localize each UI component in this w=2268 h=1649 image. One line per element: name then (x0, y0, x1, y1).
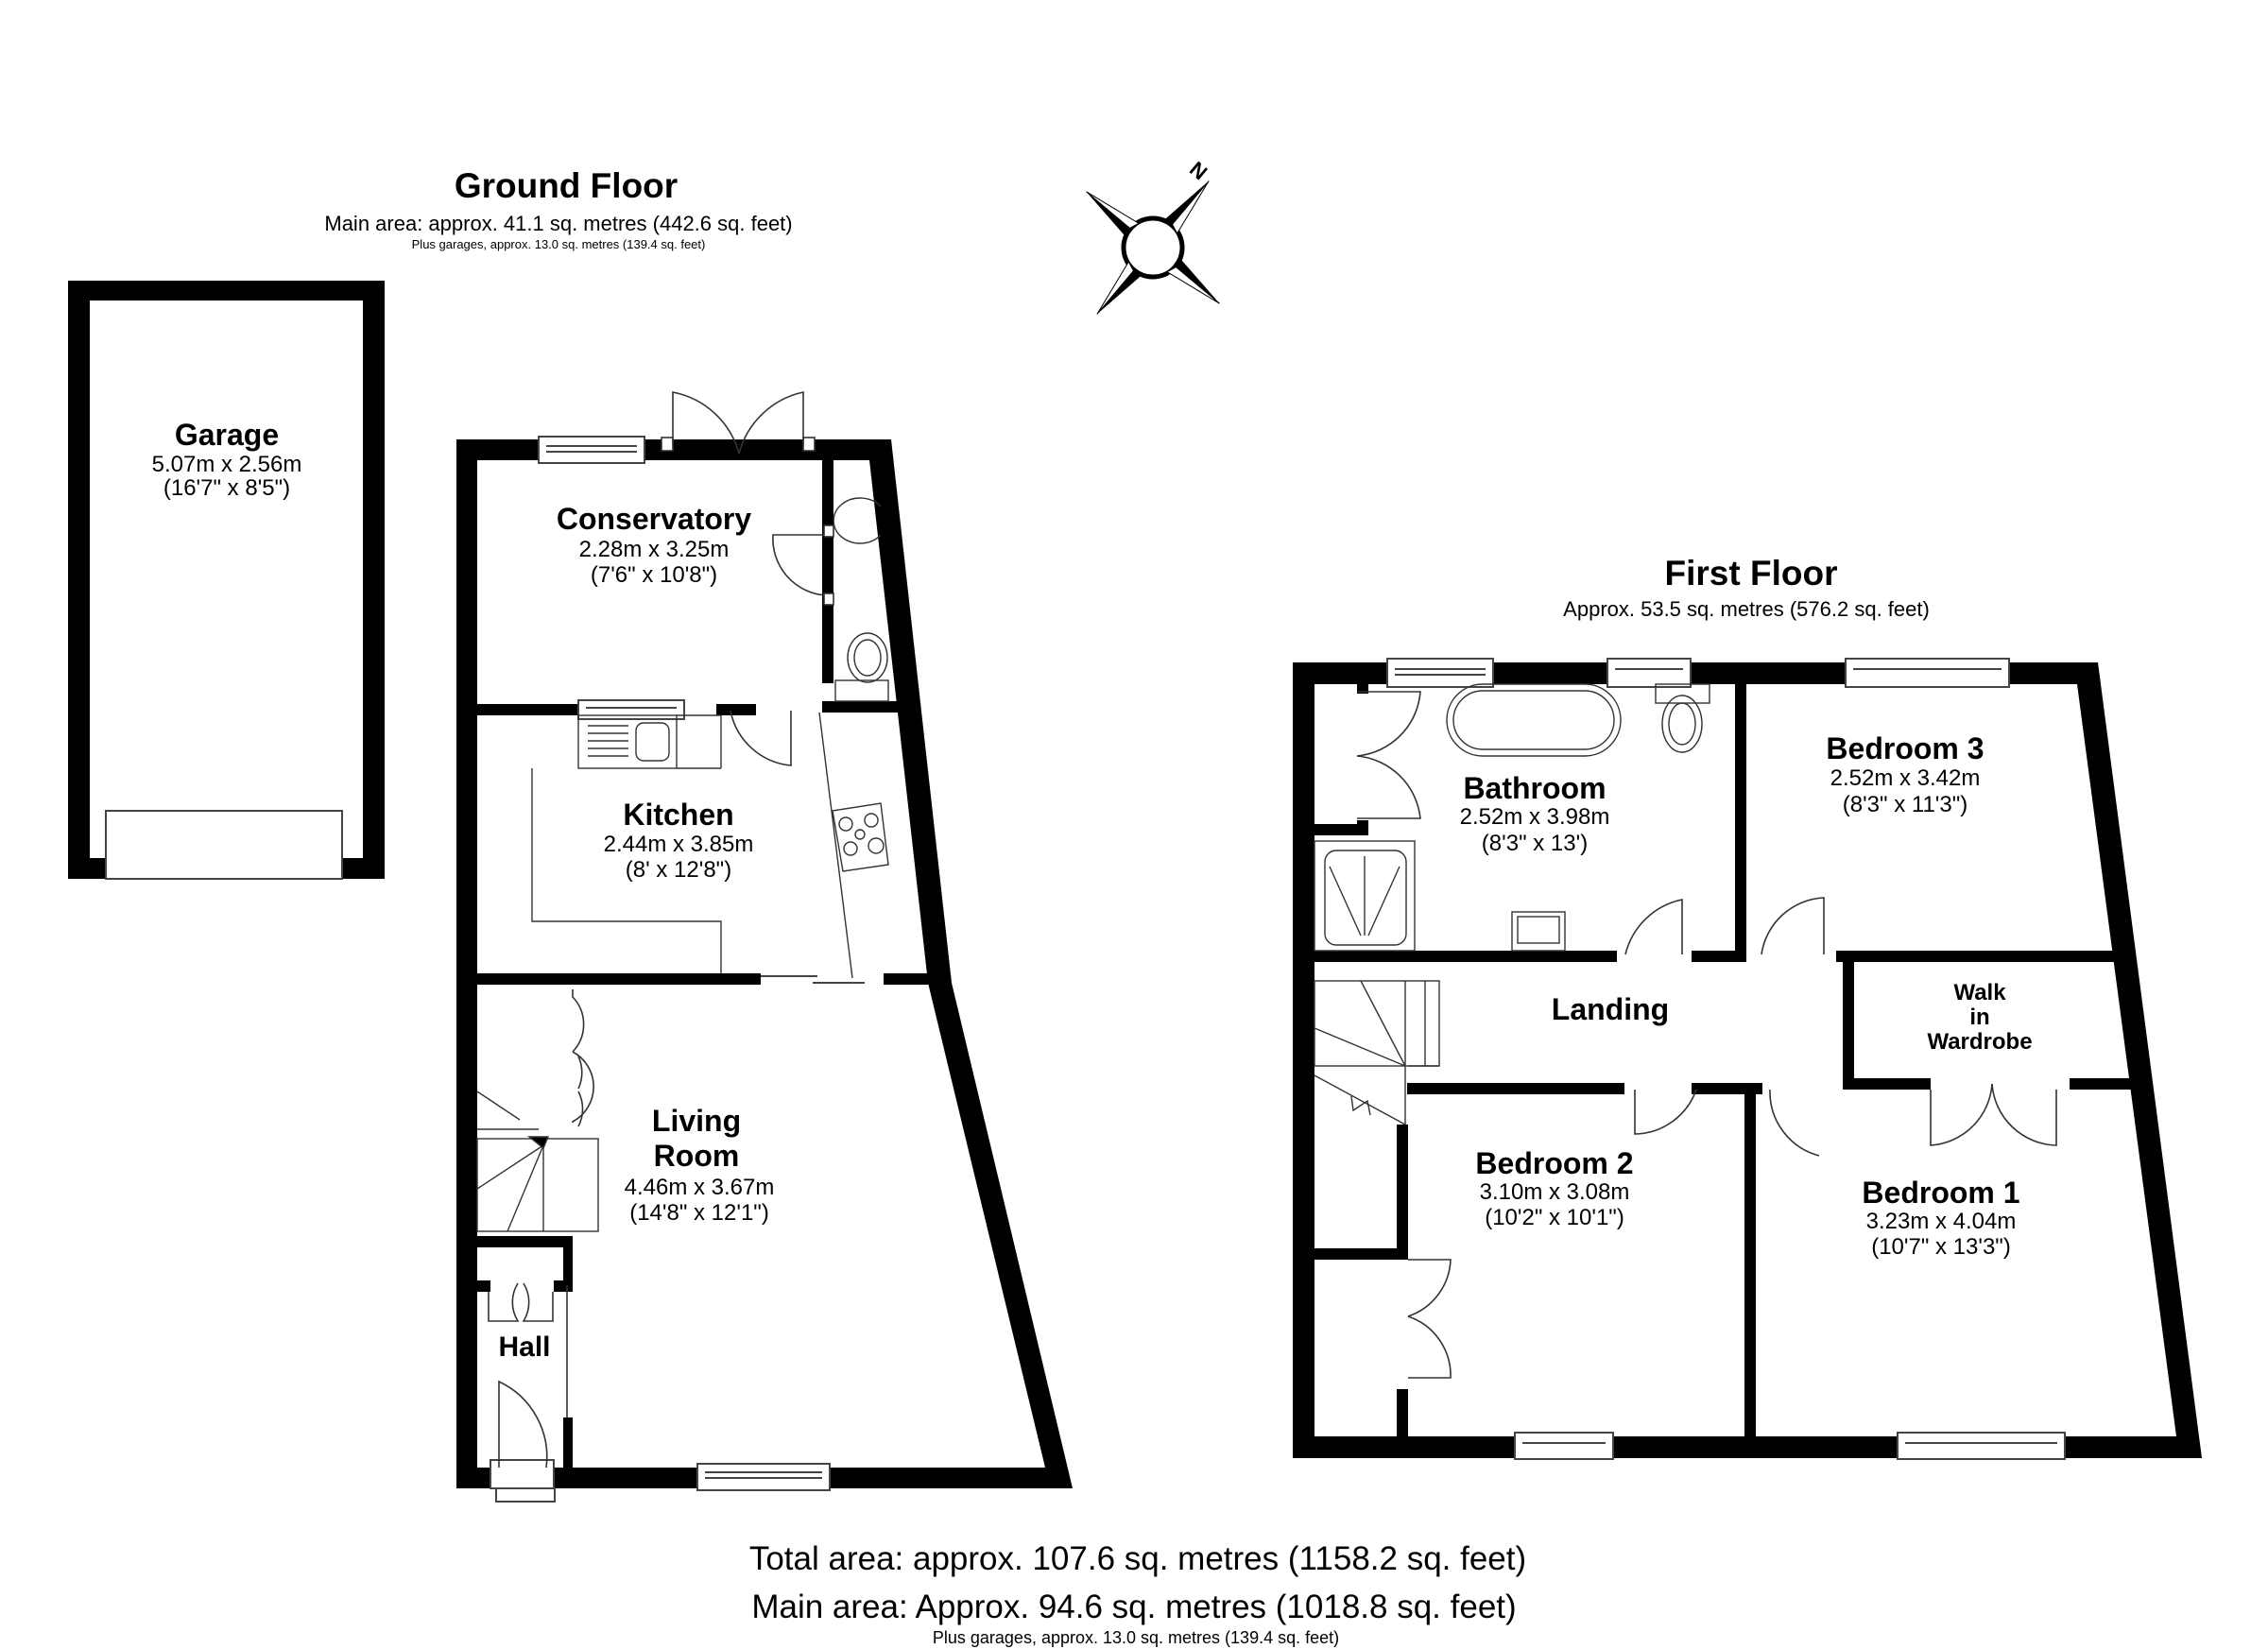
room-dimensions-metric: 2.52m x 3.98m (1459, 804, 1610, 830)
room-name: Landing (1551, 992, 1670, 1026)
garage-walls (68, 281, 385, 880)
ground-floor-doors (488, 391, 834, 1469)
room-dimensions-metric: 2.44m x 3.85m (603, 832, 754, 857)
room-name: Conservatory (556, 502, 752, 536)
room-dimensions-metric: 3.10m x 3.08m (1479, 1179, 1630, 1205)
room-dimensions-metric: 2.52m x 3.42m (1830, 765, 1981, 791)
room-name-line1: Living (651, 1104, 742, 1138)
room-name: Bedroom 3 (1826, 731, 1984, 765)
first-floor-title: First Floor (1664, 554, 1838, 593)
wc-toilet-icon (847, 632, 888, 683)
ground-floor-windows (490, 436, 865, 1503)
garage-door (105, 810, 343, 880)
room-dimensions-imperial: (10'7" x 13'3") (1871, 1234, 2011, 1260)
room-dimensions-metric: 2.28m x 3.25m (578, 537, 730, 562)
room-name-line2: Room (653, 1139, 740, 1173)
bath-icon (1446, 683, 1622, 757)
room-name: Bathroom (1463, 771, 1606, 805)
total-area: Total area: approx. 107.6 sq. metres (11… (748, 1540, 1527, 1577)
bathroom-basin-icon (1511, 911, 1566, 952)
room-name-line3: Wardrobe (1927, 1029, 2033, 1055)
ground-floor-title: Ground Floor (454, 166, 679, 205)
room-dimensions-imperial: (8'3" x 13') (1481, 831, 1589, 856)
ground-floor-main-area: Main area: approx. 41.1 sq. metres (442.… (324, 212, 793, 235)
kitchen-fixtures (531, 712, 889, 979)
kitchen-sink-icon (635, 722, 670, 762)
room-dimensions-imperial: (8'3" x 11'3") (1842, 792, 1968, 817)
wc-basin-icon (833, 497, 882, 544)
toilet-icon (1661, 695, 1703, 753)
room-name: Bedroom 1 (1862, 1176, 2020, 1210)
first-floor-walls (1293, 662, 2202, 1458)
room-dimensions-imperial: (10'2" x 10'1") (1485, 1205, 1624, 1230)
ground-floor-walls (456, 439, 1073, 1488)
first-floor-windows (1386, 658, 2066, 1460)
main-area: Main area: Approx. 94.6 sq. metres (1018… (751, 1589, 1517, 1625)
room-dimensions-metric: 3.23m x 4.04m (1865, 1209, 2017, 1234)
room-name: Garage (174, 418, 280, 452)
first-floor-doors (1356, 691, 2057, 1379)
room-dimensions-imperial: (16'7" x 8'5") (163, 475, 291, 501)
room-dimensions-imperial: (7'6" x 10'8") (590, 562, 718, 588)
room-name-line1: Walk (1953, 980, 2006, 1005)
ground-floor-garages-note: Plus garages, approx. 13.0 sq. metres (1… (411, 237, 706, 251)
room-name: Bedroom 2 (1475, 1146, 1634, 1180)
hob-icon (832, 802, 889, 872)
garages-note: Plus garages, approx. 13.0 sq. metres (1… (932, 1628, 1340, 1647)
compass-rose-icon (1086, 180, 1220, 315)
room-dimensions-imperial: (8' x 12'8") (625, 857, 732, 883)
room-dimensions-metric: 5.07m x 2.56m (151, 452, 302, 477)
room-name: Kitchen (623, 798, 734, 832)
ground-floor-stairs (476, 1091, 599, 1232)
shower-icon (1314, 840, 1416, 952)
first-floor-stairs (1314, 980, 1440, 1125)
wc-fixtures (833, 497, 889, 702)
room-name-line2: in (1969, 1005, 1990, 1030)
room-dimensions-imperial: (14'8" x 12'1") (629, 1200, 769, 1226)
bathroom-fixtures (1314, 683, 1710, 952)
room-name: Hall (498, 1331, 551, 1363)
first-floor-area: Approx. 53.5 sq. metres (576.2 sq. feet) (1563, 597, 1930, 621)
room-dimensions-metric: 4.46m x 3.67m (624, 1175, 775, 1200)
